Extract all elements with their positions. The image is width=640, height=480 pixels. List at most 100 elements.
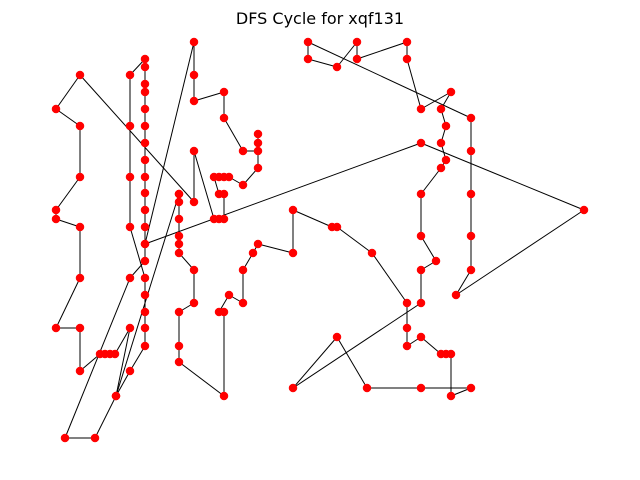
tour-node [51, 214, 61, 224]
tour-node [214, 307, 224, 317]
tour-node [303, 37, 313, 47]
tour-edge [129, 345, 146, 372]
tour-node [90, 433, 100, 443]
tour-node [189, 146, 199, 156]
tour-node [362, 383, 372, 393]
tour-node [219, 189, 229, 199]
tour-node [140, 121, 150, 131]
tour-node [288, 383, 298, 393]
tour-edge [55, 108, 81, 127]
tour-node [189, 70, 199, 80]
tour-node [446, 87, 456, 97]
tour-node [75, 172, 85, 182]
tour-node [189, 265, 199, 275]
tour-node [125, 172, 135, 182]
tour-edge [420, 336, 442, 355]
tour-edge [193, 150, 215, 220]
tour-edge [55, 74, 81, 110]
tour-node [140, 104, 150, 114]
tour-node [436, 104, 446, 114]
tour-edge [371, 252, 408, 304]
tour-node [174, 197, 184, 207]
tour-node [75, 323, 85, 333]
tour-node [466, 189, 476, 199]
tour-node [174, 189, 184, 199]
tour-node [51, 205, 61, 215]
tour-edge [129, 226, 146, 279]
tour-edge [336, 336, 368, 389]
tour-edge [79, 353, 101, 372]
tour-node [402, 323, 412, 333]
tour-node [451, 290, 461, 300]
tour-edge [115, 370, 131, 397]
tour-node [441, 121, 451, 131]
tour-node [416, 189, 426, 199]
tour-node [125, 222, 135, 232]
tour-node [402, 37, 412, 47]
tour-node [209, 172, 219, 182]
tour-node [209, 214, 219, 224]
tour-node [416, 104, 426, 114]
tour-edge [178, 361, 225, 397]
tour-node [436, 163, 446, 173]
tour-edge [420, 91, 452, 110]
tour-node [367, 248, 377, 258]
tour-node [174, 231, 184, 241]
tour-edge [406, 58, 422, 110]
tour-node [140, 172, 150, 182]
tour-node [75, 222, 85, 232]
tour-edge [420, 142, 585, 211]
tour-node [60, 433, 70, 443]
tour-node [140, 273, 150, 283]
tour-node [140, 54, 150, 64]
tour-node [110, 349, 120, 359]
tour-node [174, 248, 184, 258]
tour-edge [114, 327, 131, 355]
tour-node [140, 62, 150, 72]
tour-node [189, 197, 199, 207]
tour-node [253, 239, 263, 249]
tour-node [174, 214, 184, 224]
tour-node [402, 54, 412, 64]
chart-title: DFS Cycle for xqf131 [236, 9, 404, 28]
tour-node [125, 70, 135, 80]
tour-edge [455, 269, 472, 296]
tour-node [416, 332, 426, 342]
tour-node [466, 146, 476, 156]
tour-node [352, 37, 362, 47]
tour-edge [307, 41, 472, 119]
tour-node [189, 37, 199, 47]
tour-node [579, 205, 589, 215]
tour-node [140, 323, 150, 333]
tour-node [288, 205, 298, 215]
tour-node [332, 62, 342, 72]
tour-node [238, 146, 248, 156]
tour-edge [55, 176, 81, 211]
tour-node [238, 180, 248, 190]
tour-edges [55, 41, 585, 439]
tour-node [140, 239, 150, 249]
tour-edge [292, 302, 422, 389]
tour-node [253, 129, 263, 139]
tour-node [140, 188, 150, 198]
tour-node [466, 231, 476, 241]
tour-edge [420, 167, 442, 195]
tour-node [75, 366, 85, 376]
tour-edge [144, 41, 195, 245]
tour-node [416, 298, 426, 308]
tour-node [224, 290, 234, 300]
tour-node [402, 341, 412, 351]
tour-node [219, 87, 229, 97]
tour-node [51, 104, 61, 114]
tour-node [189, 298, 199, 308]
tour-node [238, 265, 248, 275]
tour-node [253, 163, 263, 173]
tour-node [125, 273, 135, 283]
tour-edge [94, 395, 117, 439]
tour-node [174, 239, 184, 249]
tour-node [140, 307, 150, 317]
tour-node [140, 290, 150, 300]
tour-edge [223, 117, 244, 152]
tour-edge [79, 74, 195, 203]
